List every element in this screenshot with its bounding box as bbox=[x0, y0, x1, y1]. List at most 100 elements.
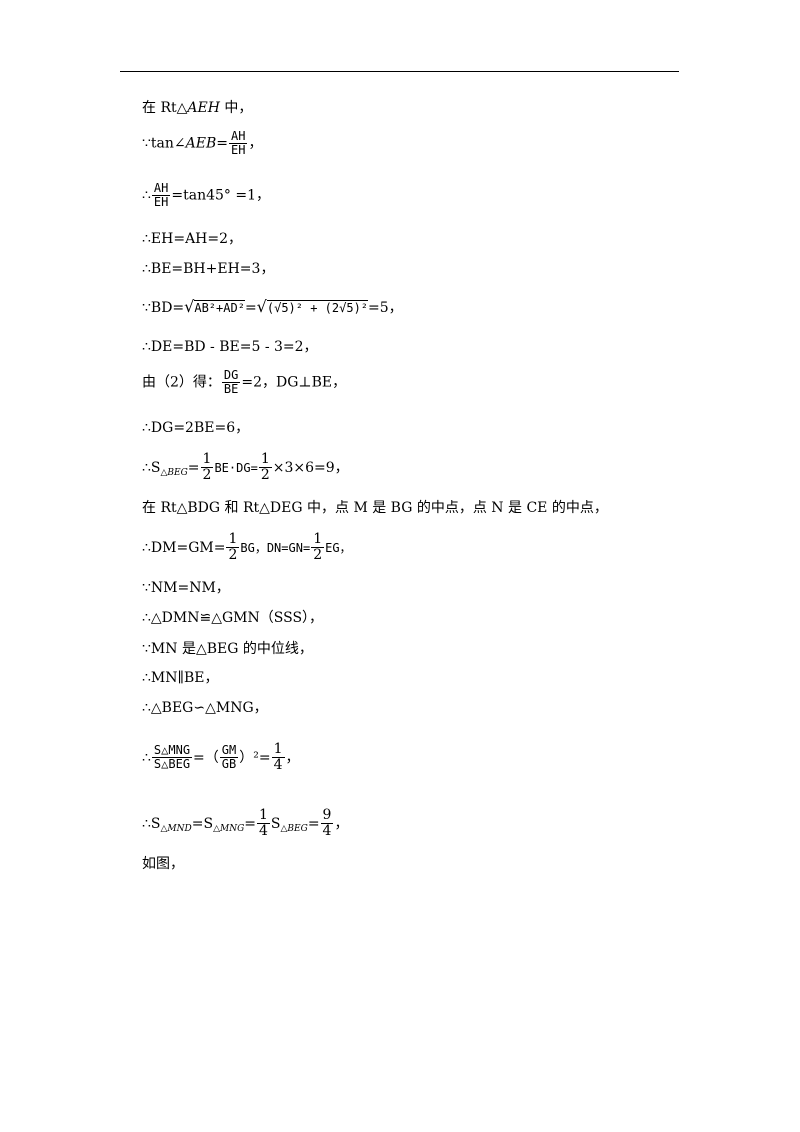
text-segment: ∴BE=BH+EH=3， bbox=[142, 261, 275, 277]
sqrt-content: AB²+AD² bbox=[194, 300, 245, 315]
denominator: EH bbox=[231, 143, 246, 158]
numerator: 1 bbox=[200, 451, 214, 469]
text-segment: ∴△DMN≌△GMN（SSS）， bbox=[142, 610, 324, 626]
line-20: 如图， bbox=[142, 857, 184, 871]
numerator: GM bbox=[219, 743, 239, 759]
text-segment: ∴S bbox=[142, 459, 161, 476]
text-segment: =S bbox=[191, 815, 214, 832]
line-1: 在 Rt△AEH 中， bbox=[142, 101, 252, 115]
text-segment: ∵BD= bbox=[142, 300, 185, 316]
line-4: ∴EH=AH=2， bbox=[142, 232, 242, 246]
numerator: AH bbox=[151, 181, 171, 197]
text-segment: S bbox=[270, 815, 281, 832]
denominator: EH bbox=[153, 195, 169, 210]
text-segment: = bbox=[244, 815, 256, 832]
text-segment: ∴DE=BD - BE=5 - 3=2， bbox=[142, 339, 318, 355]
text-segment: 由（2）得： bbox=[142, 374, 221, 391]
denominator: 4 bbox=[259, 823, 268, 840]
line-7: ∴DE=BD - BE=5 - 3=2， bbox=[142, 340, 318, 354]
text-segment: 在 Rt△BDG 和 Rt△DEG 中，点 M 是 BG 的中点，点 N 是 C… bbox=[142, 500, 608, 516]
denominator: BE bbox=[223, 382, 239, 397]
radical-sign: √ bbox=[184, 297, 195, 316]
line-14: ∴△DMN≌△GMN（SSS）， bbox=[142, 611, 323, 625]
denominator: 2 bbox=[228, 547, 238, 564]
text-segment: ∴EH=AH=2， bbox=[142, 231, 243, 247]
text-segment: 如图， bbox=[142, 856, 184, 872]
text-segment: =（ bbox=[193, 749, 219, 766]
subscript: △MNG bbox=[213, 823, 245, 834]
text-segment: = bbox=[187, 459, 200, 476]
text-segment: ， bbox=[248, 135, 263, 152]
denominator: 2 bbox=[260, 467, 270, 484]
text-segment: AEB bbox=[185, 135, 217, 152]
subscript: △BEG bbox=[280, 823, 308, 834]
text-segment: AEH bbox=[187, 100, 220, 116]
sqrt-content: (√5)² + (2√5)² bbox=[266, 300, 369, 315]
line-17: ∴△BEG∽△MNG， bbox=[142, 701, 268, 715]
text-segment: = bbox=[216, 135, 228, 152]
text-segment: ）²= bbox=[239, 749, 271, 766]
denominator: 4 bbox=[322, 823, 332, 840]
radical-sign: √ bbox=[256, 297, 267, 316]
subscript: △BEG bbox=[160, 467, 188, 478]
text-segment: ， bbox=[334, 815, 349, 832]
numerator: S△MNG bbox=[151, 743, 193, 759]
numerator: 9 bbox=[320, 807, 334, 825]
text-segment: =2，DG⊥BE， bbox=[241, 374, 347, 391]
text-segment: ∴MN∥BE， bbox=[142, 670, 219, 686]
denominator: S△BEG bbox=[153, 757, 191, 772]
text-segment: ∴S bbox=[142, 815, 161, 832]
text-segment: ∴△BEG∽△MNG， bbox=[142, 700, 268, 716]
denominator: GB bbox=[221, 757, 237, 772]
line-5: ∴BE=BH+EH=3， bbox=[142, 262, 274, 276]
line-15: ∵MN 是△BEG 的中位线， bbox=[142, 642, 313, 656]
line-9: ∴DG=2BE=6， bbox=[142, 421, 249, 435]
line-13: ∵NM=NM， bbox=[142, 581, 230, 595]
line-16: ∴MN∥BE， bbox=[142, 671, 218, 685]
text-segment: = bbox=[244, 300, 257, 316]
text-segment: ∴DM=GM= bbox=[142, 539, 226, 556]
numerator: DG bbox=[221, 368, 241, 384]
line-11: 在 Rt△BDG 和 Rt△DEG 中，点 M 是 BG 的中点，点 N 是 C… bbox=[142, 501, 608, 515]
text-segment: BE·DG= bbox=[214, 460, 258, 475]
denominator: 2 bbox=[202, 467, 212, 484]
numerator: AH bbox=[229, 129, 248, 145]
text-segment: ， bbox=[285, 749, 300, 766]
text-segment: 在 Rt△ bbox=[142, 100, 188, 116]
text-segment: =tan45° =1， bbox=[171, 187, 270, 204]
numerator: 1 bbox=[271, 741, 285, 759]
text-segment: =5， bbox=[368, 300, 403, 316]
numerator: 1 bbox=[257, 807, 270, 825]
text-segment: ∴ bbox=[142, 749, 151, 766]
text-segment: ∵NM=NM， bbox=[142, 580, 230, 596]
text-segment: = bbox=[307, 815, 320, 832]
text-segment: EG， bbox=[325, 540, 352, 555]
header-rule bbox=[120, 71, 679, 72]
text-segment: 中， bbox=[219, 100, 253, 116]
text-segment: ∴DG=2BE=6， bbox=[142, 420, 250, 436]
numerator: 1 bbox=[258, 451, 272, 469]
text-segment: ∴ bbox=[142, 187, 151, 204]
denominator: 2 bbox=[313, 547, 323, 564]
numerator: 1 bbox=[311, 531, 325, 549]
text-segment: ×3×6=9， bbox=[272, 459, 349, 476]
text-segment: ∵MN 是△BEG 的中位线， bbox=[142, 641, 313, 657]
